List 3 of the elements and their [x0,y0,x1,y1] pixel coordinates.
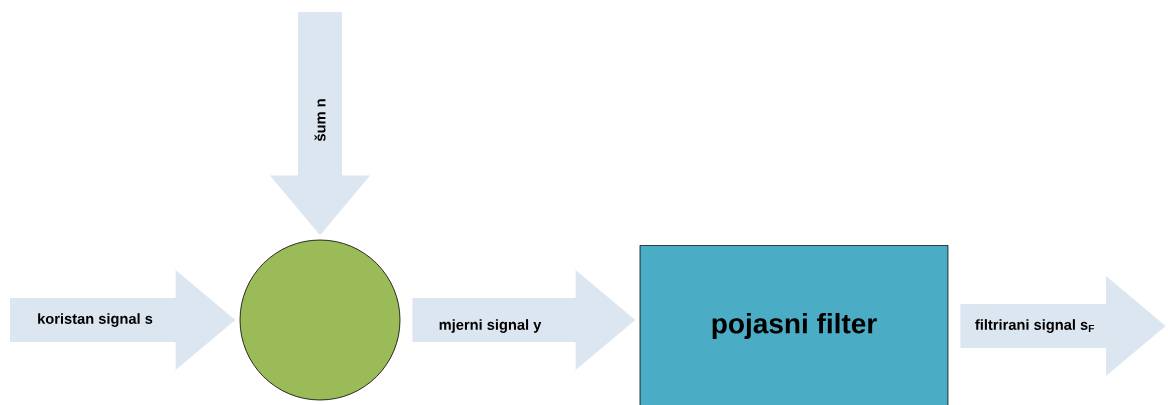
circle [239,239,401,401]
edge-label: šum n [313,97,327,143]
process-box: pojasni filter [639,244,949,405]
